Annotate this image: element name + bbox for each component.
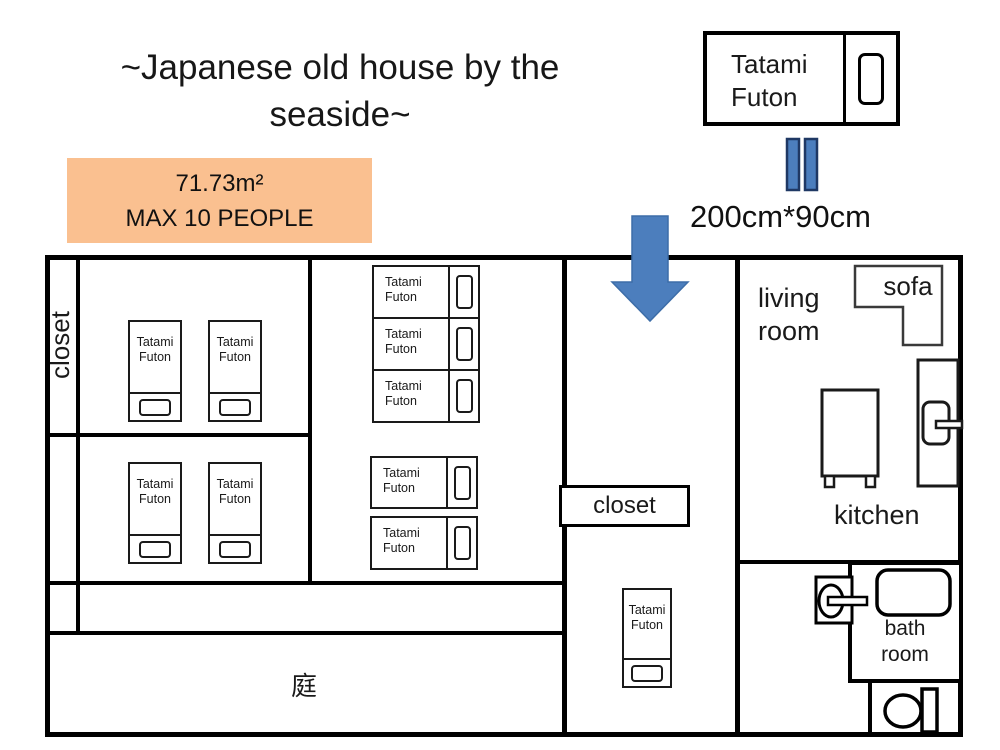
legend-futon-label: Tatami Futon — [731, 49, 808, 112]
equals-bar-icon — [803, 137, 819, 192]
area-value: 71.73m² — [175, 169, 264, 197]
kitchen-label: kitchen — [834, 500, 920, 530]
page-title: ~Japanese old house by the seaside~ — [70, 44, 610, 138]
outer-wall — [45, 255, 963, 737]
bathroom-label: bath room — [881, 617, 929, 666]
wall-rooms-bottom — [47, 581, 564, 585]
pillow-icon — [219, 540, 251, 558]
wall-closet-strip — [76, 257, 80, 633]
closet-middle-box: closet — [559, 485, 690, 527]
pillow-icon — [455, 379, 473, 413]
pillow-icon — [219, 398, 251, 416]
page-title-line2: seaside~ — [269, 95, 411, 134]
pillow-icon — [631, 664, 663, 682]
wall-left-room-divider — [47, 433, 310, 437]
legend-futon-pillow-zone — [843, 35, 896, 122]
garden-label: 庭 — [290, 670, 317, 701]
wall-corridor-bottom — [47, 631, 564, 635]
pillow-icon — [858, 52, 884, 105]
info-box: 71.73m² MAX 10 PEOPLE — [67, 158, 372, 243]
pillow-icon — [453, 465, 471, 500]
pillow-icon — [455, 327, 473, 361]
living-room-label: living room — [758, 283, 820, 346]
wall-hall-right — [735, 257, 740, 735]
pillow-icon — [139, 540, 171, 558]
closet-left-label: closet — [45, 311, 75, 379]
futon-size-label: 200cm*90cm — [690, 199, 871, 234]
pillow-icon — [455, 275, 473, 309]
wall-toilet-left — [868, 683, 872, 735]
closet-middle-label: closet — [593, 492, 656, 519]
capacity-value: MAX 10 PEOPLE — [125, 204, 314, 232]
legend-futon: Tatami Futon — [703, 31, 900, 126]
wall-room-divider-vertical — [308, 257, 312, 583]
pillow-icon — [453, 526, 471, 560]
equals-bar-icon — [785, 137, 801, 192]
pillow-icon — [139, 398, 171, 416]
sofa-label: sofa — [883, 271, 933, 301]
page-title-line1: ~Japanese old house by the — [120, 48, 560, 87]
